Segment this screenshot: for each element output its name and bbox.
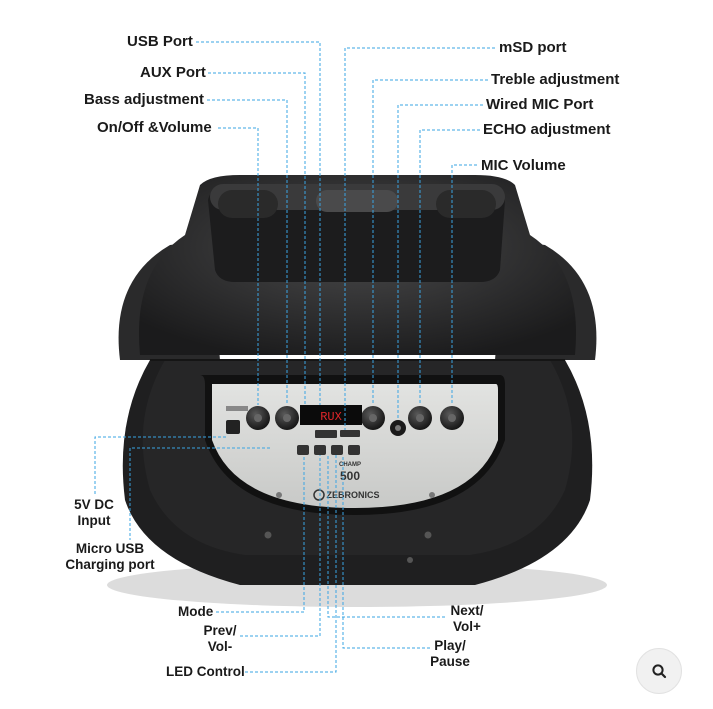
label-prev: Prev/ Vol- (198, 623, 242, 655)
prev-button[interactable] (314, 445, 326, 455)
label-play-line1: Play/ (434, 638, 466, 653)
leader-volume (218, 127, 259, 405)
brand-name: ZEBRONICS (326, 490, 379, 500)
label-micro-usb: Micro USB Charging port (62, 541, 158, 573)
leader-play (342, 455, 430, 649)
model-number: 500 (340, 469, 360, 483)
label-next-line2: Vol+ (453, 619, 481, 634)
leader-aux-port (208, 72, 306, 405)
leader-usb-port (196, 41, 321, 405)
mode-button[interactable] (297, 445, 309, 455)
bass-knob[interactable] (275, 406, 299, 430)
label-play-pause: Play/ Pause (428, 638, 472, 670)
leader-mic-volume (451, 164, 477, 405)
label-dc-input-line1: 5V DC (74, 497, 114, 512)
treble-knob[interactable] (361, 406, 385, 430)
leader-echo (419, 129, 480, 405)
label-bass-adjustment: Bass adjustment (84, 91, 205, 108)
label-echo-adjustment: ECHO adjustment (483, 121, 611, 138)
leader-micro-usb (129, 447, 270, 540)
control-panel: RUX CHAMP 500 ZEBRONICS (200, 375, 505, 515)
led-display (300, 405, 362, 425)
label-msd-port: mSD port (499, 39, 567, 56)
label-mic-volume: MIC Volume (481, 157, 566, 174)
leader-led (245, 455, 337, 673)
label-next: Next/ Vol+ (445, 603, 489, 635)
zebronics-logo-icon (313, 489, 325, 501)
label-dc-input-line2: Input (77, 513, 111, 528)
leader-lines (94, 41, 495, 673)
label-micro-usb-line1: Micro USB (75, 541, 145, 556)
label-aux-port: AUX Port (140, 64, 206, 81)
leader-prev (240, 455, 321, 637)
volume-knob[interactable] (246, 406, 270, 430)
leader-mode (216, 455, 305, 613)
magnifier-icon (652, 664, 667, 679)
display-text: RUX (320, 410, 342, 424)
label-dc-input: 5V DC Input (64, 497, 124, 529)
leader-dc-input (94, 436, 226, 495)
label-mode: Mode (178, 604, 214, 619)
label-micro-usb-line2: Charging port (65, 557, 155, 572)
label-led-control: LED Control (166, 664, 245, 679)
label-wired-mic-port: Wired MIC Port (486, 96, 594, 113)
echo-knob[interactable] (408, 406, 432, 430)
dc-jack (226, 420, 240, 434)
label-prev-line1: Prev/ (203, 623, 237, 638)
leader-bass (207, 99, 288, 405)
leader-treble (372, 79, 488, 405)
next-button[interactable] (348, 445, 360, 455)
model-name: CHAMP (339, 462, 361, 468)
label-play-line2: Pause (430, 654, 470, 669)
leader-msd-port (344, 47, 495, 430)
label-prev-line2: Vol- (207, 639, 233, 654)
usb-port (315, 430, 337, 438)
zoom-button[interactable] (636, 648, 682, 694)
mic-jack (390, 420, 406, 436)
label-treble-adjustment: Treble adjustment (491, 71, 620, 88)
leader-wired-mic (397, 104, 483, 420)
leader-next (327, 455, 445, 618)
msd-port (340, 430, 360, 437)
mic-volume-knob[interactable] (440, 406, 464, 430)
label-next-line1: Next/ (450, 603, 484, 618)
label-on-off-volume: On/Off &Volume (97, 119, 212, 136)
label-usb-port: USB Port (127, 33, 193, 50)
play-button[interactable] (331, 445, 343, 455)
